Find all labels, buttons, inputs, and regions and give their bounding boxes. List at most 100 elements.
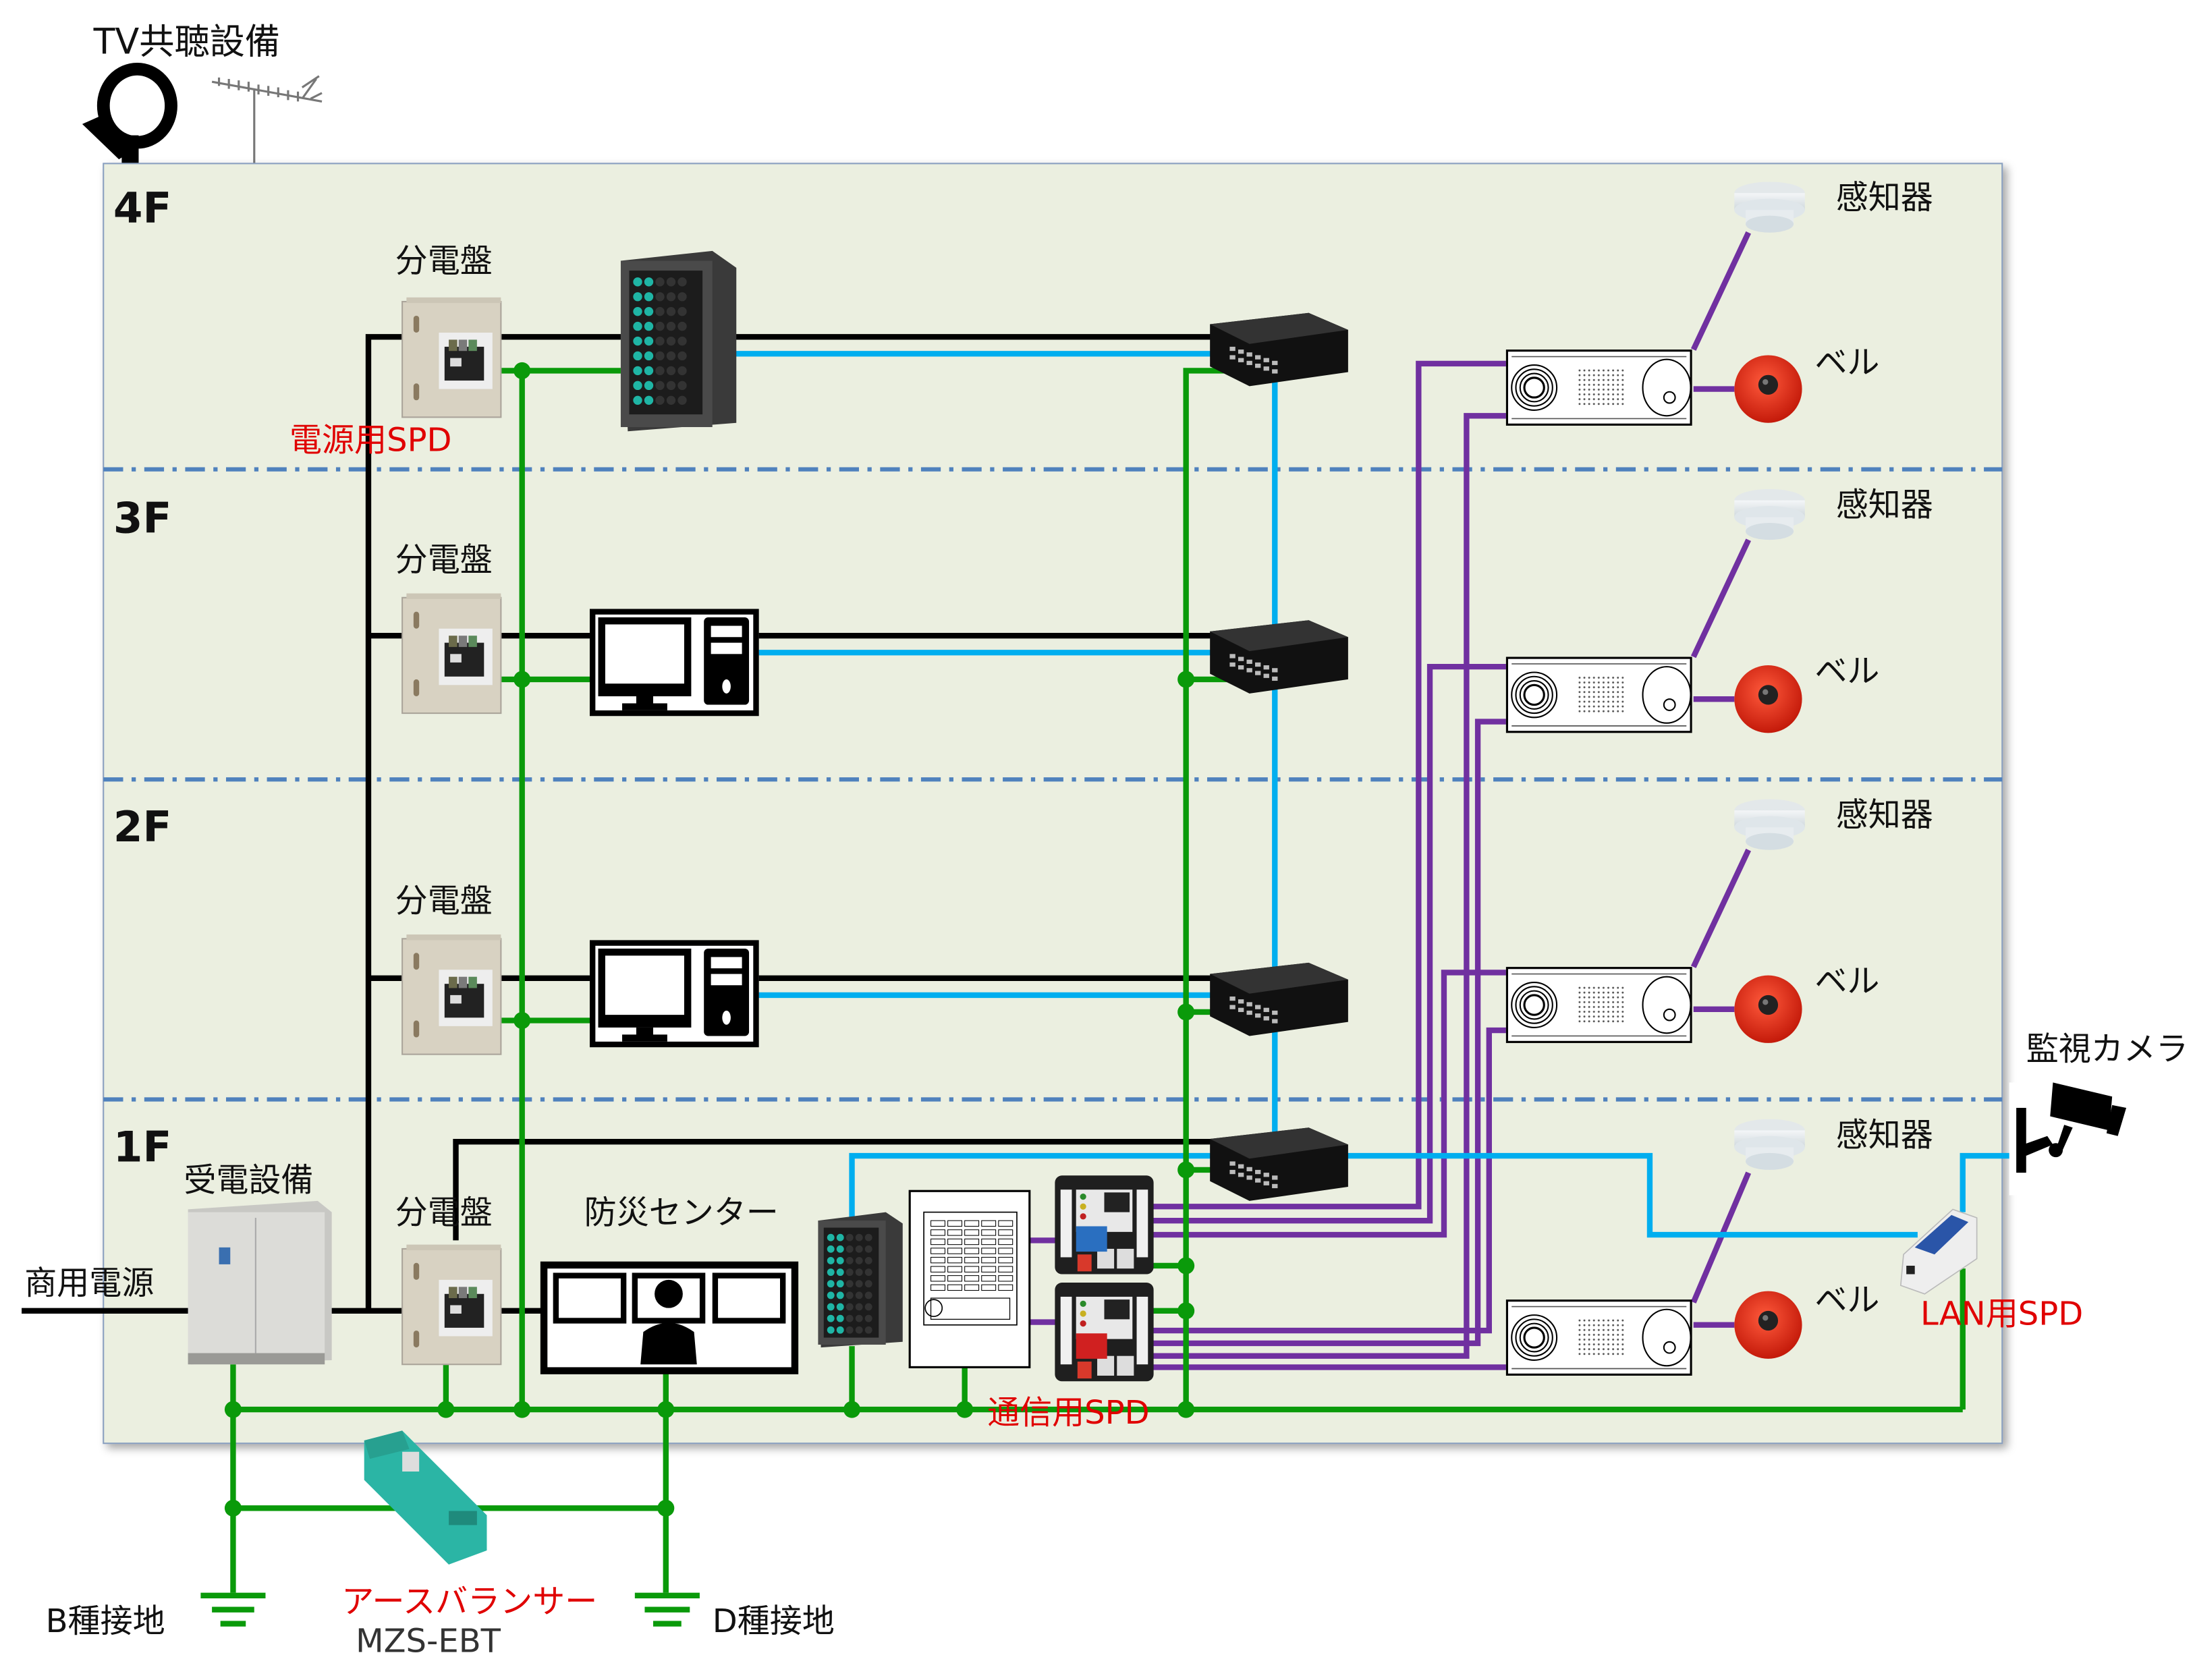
rack-led (836, 1257, 844, 1264)
rack-led (855, 1280, 863, 1288)
rack-led (864, 1245, 872, 1253)
rack-led (855, 1245, 863, 1253)
panel-cell (998, 1229, 1014, 1236)
panel-cell (964, 1229, 980, 1236)
rack-led (845, 1257, 854, 1264)
panel-cell (964, 1275, 980, 1282)
fire-alarm-control-panel-icon (908, 1189, 1031, 1368)
panel-cell (931, 1248, 945, 1254)
panel-cell (947, 1238, 963, 1245)
bell-label-2f: ベル (1814, 963, 1879, 1001)
rack-led (827, 1257, 835, 1264)
panel-cell (964, 1266, 980, 1272)
comm-spd-label: 通信用SPD (987, 1394, 1150, 1432)
comm-spd-icon-1 (1055, 1175, 1154, 1275)
rack-led (864, 1268, 872, 1277)
rack-led (633, 381, 642, 391)
rack-led (633, 321, 642, 331)
rack-led (633, 395, 642, 405)
rack-led (827, 1233, 835, 1241)
rack-led (864, 1303, 872, 1311)
lan-spd-icon (1899, 1208, 1978, 1295)
security-camera-icon (2016, 1082, 2127, 1173)
receiving-equipment-icon (188, 1200, 332, 1365)
earth-balancer-icon (364, 1430, 487, 1565)
distribution-board-icon (401, 934, 502, 1055)
panel-cell (981, 1275, 997, 1282)
rack-led (827, 1326, 835, 1334)
distribution-board-label: 分電盤 (395, 1194, 493, 1231)
panel-cell (947, 1229, 963, 1236)
distribution-board-2f: 分電盤 (395, 883, 502, 1055)
rack-led (655, 366, 665, 376)
rack-led (677, 395, 687, 405)
rack-led (666, 381, 676, 391)
panel-cell (947, 1266, 963, 1272)
panel-cell (947, 1275, 963, 1282)
fire-alarm-wiring (1029, 231, 1752, 1370)
alarm-bell-icon-2f (1734, 975, 1802, 1043)
rack-led (655, 336, 665, 346)
panel-cell (947, 1256, 963, 1264)
satellite-dish-icon (82, 62, 177, 164)
panel-cell (981, 1248, 997, 1254)
rack-led (666, 307, 676, 316)
panel-cell (981, 1266, 997, 1272)
panel-cell (981, 1229, 997, 1236)
rack-led (666, 351, 676, 361)
rack-led (836, 1326, 844, 1334)
alarm-bell-icon-4f (1734, 355, 1802, 423)
camera-label: 監視カメラ (2026, 1030, 2188, 1068)
distribution-board-label: 分電盤 (395, 242, 493, 280)
panel-cell (964, 1256, 980, 1264)
earth-balancer-model: MZS-EBT (356, 1622, 501, 1660)
floor-label-4f: 4F (113, 184, 171, 233)
distribution-board-icon (401, 592, 502, 715)
rack-led (644, 366, 654, 376)
distribution-board-label: 分電盤 (395, 883, 493, 920)
rack-led (845, 1291, 854, 1299)
rack-led (644, 395, 654, 405)
rack-led (644, 351, 654, 361)
rack-led (655, 292, 665, 302)
rack-led (677, 381, 687, 391)
rack-led (633, 336, 642, 346)
panel-cell (931, 1284, 945, 1291)
rack-led (845, 1326, 854, 1334)
panel-cell (947, 1248, 963, 1254)
disaster-center-label: 防災センター (584, 1194, 779, 1231)
rack-led (855, 1303, 863, 1311)
commercial-power-label: 商用電源 (24, 1264, 154, 1302)
rack-led (855, 1233, 863, 1241)
rack-led (633, 366, 642, 376)
rack-led (677, 277, 687, 287)
fire-alarm-transmitter-icon-3f (1505, 655, 1694, 734)
bell-label-1f: ベル (1814, 1281, 1879, 1319)
fire-alarm-transmitter-icon-2f (1505, 965, 1694, 1044)
rack-led (855, 1291, 863, 1299)
tv-antenna-icon (211, 75, 323, 167)
panel-cell (998, 1248, 1014, 1254)
rack-led (855, 1314, 863, 1322)
rack-led (655, 307, 665, 316)
floor-label-1f: 1F (113, 1122, 171, 1171)
rack-led (644, 277, 654, 287)
rack-led (845, 1314, 854, 1322)
rack-led (827, 1314, 835, 1322)
desktop-pc-icon-3f (589, 609, 759, 717)
rack-led (827, 1245, 835, 1253)
rack-led (677, 336, 687, 346)
rack-led (836, 1245, 844, 1253)
rack-led (864, 1233, 872, 1241)
rack-led (864, 1326, 872, 1334)
tv-reception-label: TV共聴設備 (93, 22, 281, 62)
power-wiring (22, 334, 1213, 1314)
rack-led (855, 1268, 863, 1277)
rack-led (677, 366, 687, 376)
panel-cell (931, 1238, 945, 1245)
tv-antenna-group: TV共聴設備 (82, 22, 323, 167)
detector-label-1f: 感知器 (1836, 1116, 1933, 1154)
rack-led (845, 1280, 854, 1288)
